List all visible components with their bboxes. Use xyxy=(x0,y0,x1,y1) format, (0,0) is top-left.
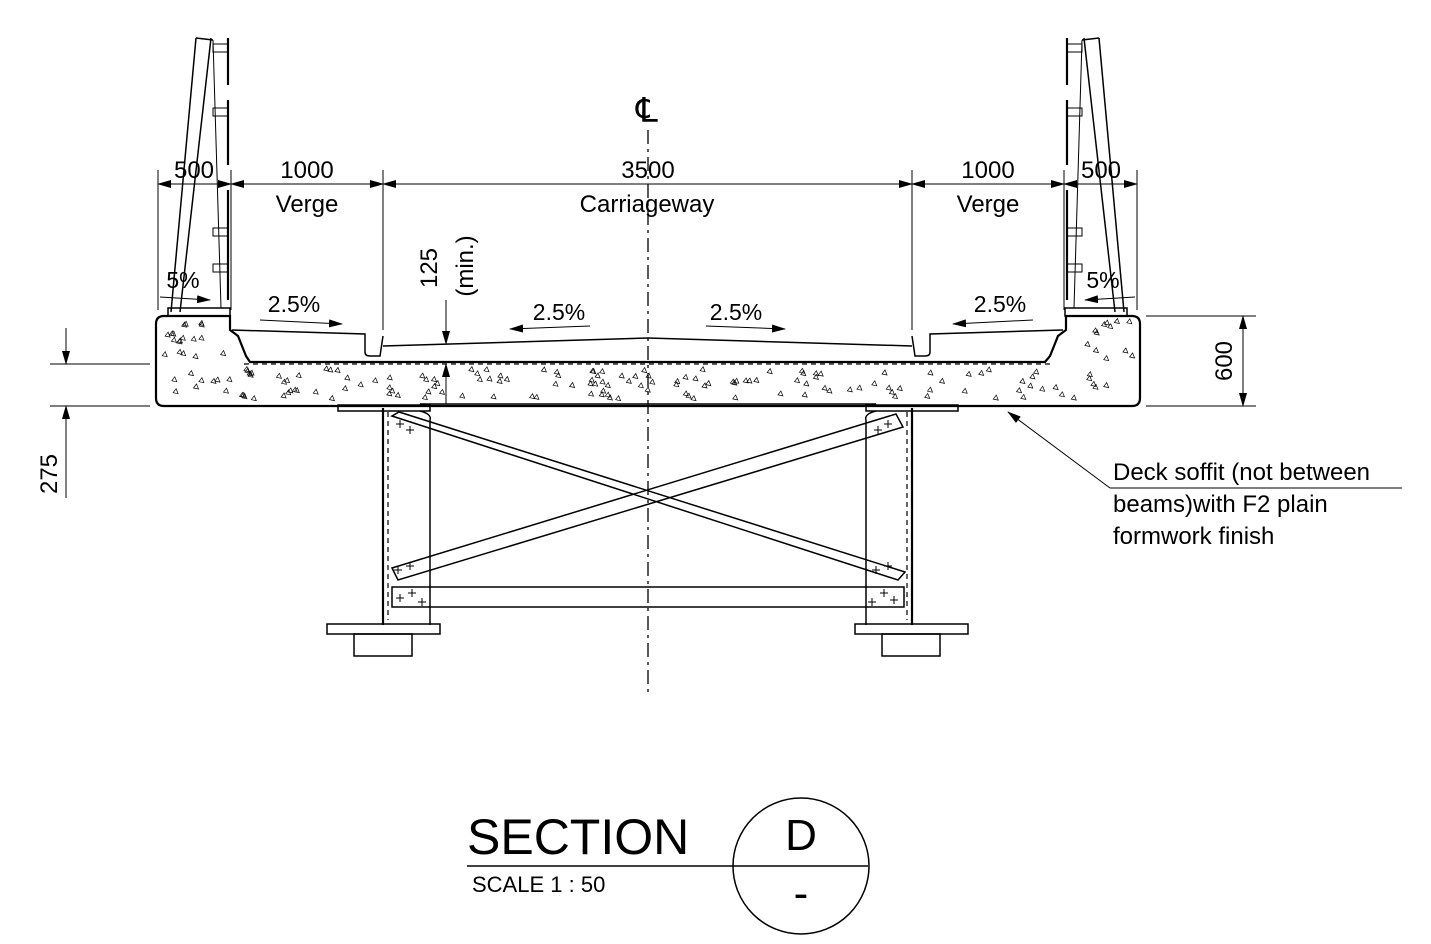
bolt-marks xyxy=(394,420,898,606)
dim-right-parapet: 500 xyxy=(1081,157,1121,184)
fall-right-parapet: 5% xyxy=(1086,267,1119,293)
centerline: ℄ xyxy=(635,92,658,692)
kerb-depth-dimension: 125 (min.) xyxy=(416,235,479,404)
deck-slab xyxy=(154,314,1142,408)
concrete-hatch xyxy=(161,317,1136,402)
left-parapet xyxy=(167,37,231,317)
fall-left-parapet: 5% xyxy=(166,267,199,293)
label-carriageway: Carriageway xyxy=(580,191,715,218)
steel-beams xyxy=(326,403,969,657)
fall-right-verge: 2.5% xyxy=(974,291,1026,317)
fall-left-verge: 2.5% xyxy=(268,291,320,317)
right-parapet xyxy=(1064,37,1128,317)
dim-kerb-min-note: (min.) xyxy=(452,235,479,296)
dim-overall-depth: 600 xyxy=(1211,341,1238,381)
label-left-verge: Verge xyxy=(276,191,339,218)
dim-haunch: 275 xyxy=(36,454,63,494)
section-scale: SCALE 1 : 50 xyxy=(472,872,605,897)
dim-left-verge: 1000 xyxy=(280,157,333,184)
fall-carriageway-right: 2.5% xyxy=(710,299,762,325)
falls: 5% 2.5% 2.5% 2.5% 2.5% 5% xyxy=(159,267,1136,333)
title-block: SECTION SCALE 1 : 50 D - xyxy=(467,797,870,935)
top-dimensions: 500 1000 3500 1000 500 Verge Carriageway… xyxy=(157,157,1138,330)
section-title: SECTION xyxy=(467,809,689,865)
dim-carriageway: 3500 xyxy=(621,157,674,184)
dim-kerb-min: 125 xyxy=(416,248,443,288)
dim-left-parapet: 500 xyxy=(174,157,214,184)
section-letter: D xyxy=(785,811,817,860)
haunch-dimension: 275 xyxy=(36,328,150,498)
centerline-symbol: ℄ xyxy=(635,92,658,130)
sheet-ref: - xyxy=(794,869,809,918)
soffit-note: Deck soffit (not between beams)with F2 p… xyxy=(1007,411,1402,550)
dim-right-verge: 1000 xyxy=(961,157,1014,184)
note-line-1: Deck soffit (not between xyxy=(1113,459,1370,486)
note-line-3: formwork finish xyxy=(1113,523,1274,550)
overall-depth-dimension: 600 xyxy=(1146,315,1256,407)
fall-carriageway-left: 2.5% xyxy=(533,299,585,325)
label-right-verge: Verge xyxy=(957,191,1020,218)
note-line-2: beams)with F2 plain xyxy=(1113,491,1328,518)
